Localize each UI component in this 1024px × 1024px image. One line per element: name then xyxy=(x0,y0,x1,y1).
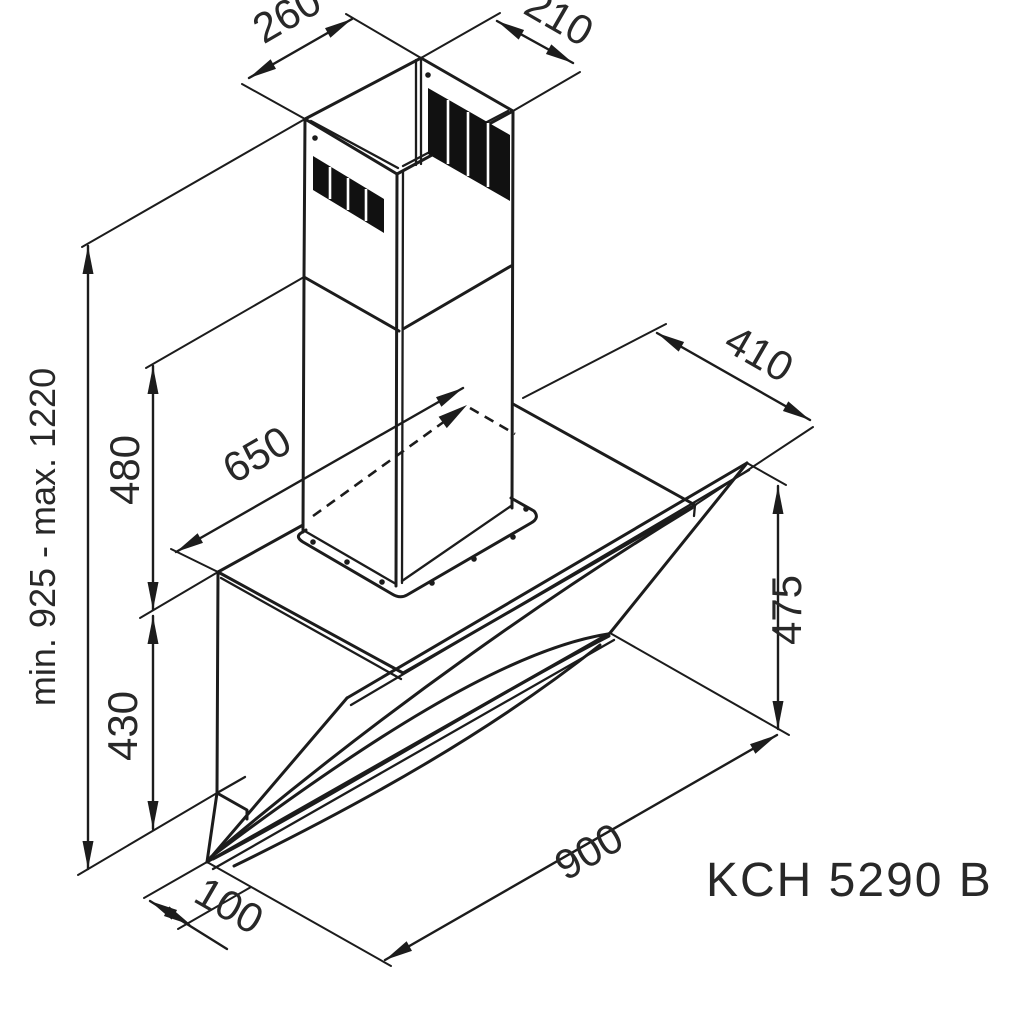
hood-body-left-side xyxy=(205,570,249,864)
dimension-label-total-height: min. 925 - max. 1220 xyxy=(22,368,63,706)
dimension-total-height: min. 925 - max. 1220 xyxy=(22,118,306,876)
dimension-label-430: 430 xyxy=(99,691,146,761)
dimension-label-210: 210 xyxy=(517,0,601,55)
dimension-label-480: 480 xyxy=(101,435,148,505)
dimension-100: 100 xyxy=(143,861,271,951)
screw-holes-flange xyxy=(310,506,529,586)
dimension-430: 430 xyxy=(99,614,159,831)
exhaust-direction-arrow xyxy=(312,405,516,518)
chimney-duct-upper xyxy=(302,56,515,588)
dimension-label-410: 410 xyxy=(717,316,801,392)
dimension-260: 260 xyxy=(241,0,422,120)
dimension-210: 210 xyxy=(420,0,601,112)
dimension-900: 900 xyxy=(206,733,779,967)
model-name-label: KCH 5290 B xyxy=(706,854,993,907)
dimension-480: 480 xyxy=(101,276,305,619)
mounting-flange xyxy=(296,496,538,599)
screw-holes-duct xyxy=(312,72,431,141)
dimension-650: 650 xyxy=(170,386,465,573)
dimension-label-475: 475 xyxy=(763,575,810,645)
dimension-label-650: 650 xyxy=(215,417,299,493)
glass-swoosh-decoration xyxy=(209,506,694,868)
dimension-475: 475 xyxy=(609,462,810,736)
dimension-label-260: 260 xyxy=(245,0,329,52)
vent-grille-left xyxy=(313,156,384,233)
chimney-duct-lower xyxy=(301,264,513,586)
vent-grille-right xyxy=(428,88,510,201)
